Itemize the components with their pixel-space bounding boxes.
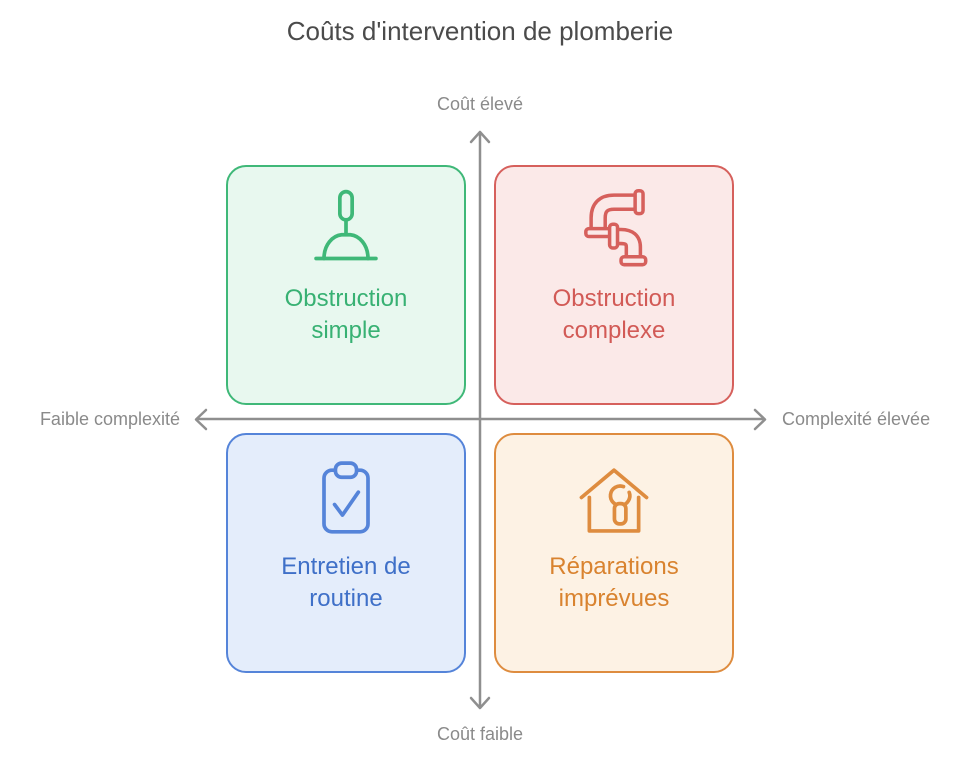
quadrant-label: Obstruction simple	[284, 285, 408, 344]
quadrant-reparations-imprevues: Réparations imprévues	[494, 433, 734, 673]
axis-label-left: Faible complexité	[39, 409, 180, 429]
quadrant-obstruction-simple: Obstruction simple	[226, 165, 466, 405]
house-wrench-icon	[570, 455, 658, 547]
plunger-icon	[302, 187, 390, 279]
arrowhead-up-icon	[469, 130, 491, 144]
clipboard-check-icon	[302, 455, 390, 547]
arrowhead-left-icon	[194, 408, 208, 431]
quadrant-label: Obstruction complexe	[552, 285, 676, 344]
arrowhead-down-icon	[469, 696, 491, 710]
axis-label-right: Complexité élevée	[782, 409, 931, 429]
axis-label-top: Coût élevé	[436, 94, 524, 114]
quadrant-label: Entretien de routine	[281, 553, 411, 612]
pipe-icon	[570, 187, 658, 279]
axis-label-bottom: Coût faible	[436, 724, 524, 744]
quadrant-entretien-routine: Entretien de routine	[226, 433, 466, 673]
quadrant-label: Réparations imprévues	[549, 553, 679, 612]
arrowhead-right-icon	[753, 408, 767, 431]
quadrant-obstruction-complexe: Obstruction complexe	[494, 165, 734, 405]
page-title: Coûts d'intervention de plomberie	[286, 16, 674, 46]
